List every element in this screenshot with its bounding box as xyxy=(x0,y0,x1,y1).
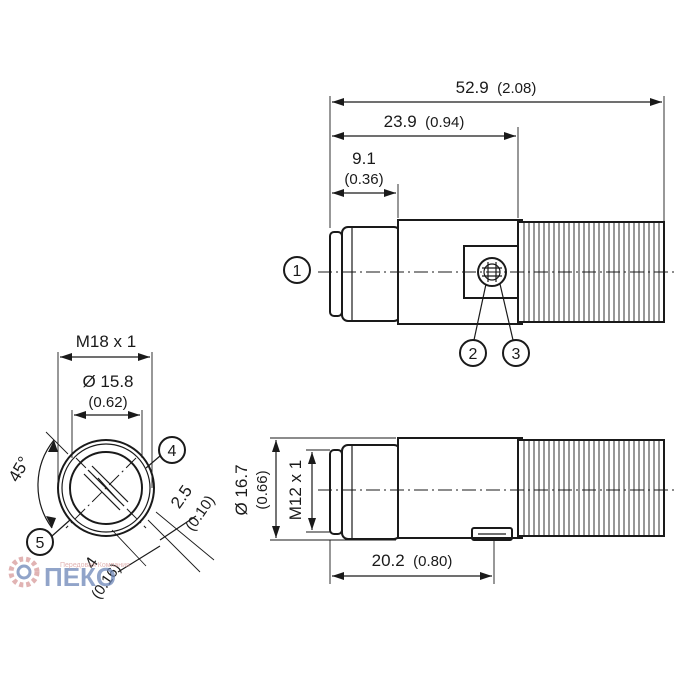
svg-text:52.9 (2.08): 52.9 (2.08) xyxy=(456,78,537,97)
callout-5: 5 xyxy=(26,519,71,556)
svg-text:1: 1 xyxy=(293,263,302,280)
dim-thread-length: 20.2 (0.80) xyxy=(332,551,492,580)
dim-bore-sub: (0.62) xyxy=(88,394,127,411)
connector-bottom xyxy=(329,444,401,540)
dim-body-sub: (0.94) xyxy=(425,114,464,131)
dim-angle-main: 45° xyxy=(5,453,34,485)
dim-connector-sub: (0.36) xyxy=(344,171,383,188)
dim-overall-sub: (2.08) xyxy=(497,80,536,97)
dim-overall-main: 52.9 xyxy=(456,78,489,97)
svg-text:23.9 (0.94): 23.9 (0.94) xyxy=(384,112,465,131)
svg-text:3: 3 xyxy=(512,346,521,363)
latch xyxy=(471,527,513,541)
dim-bore-main: Ø 15.8 xyxy=(82,372,133,391)
dim-offset-a: 2.5 (0.10) xyxy=(147,482,219,573)
housing-bottom xyxy=(397,437,523,539)
dim-thread-length-main: 20.2 xyxy=(372,551,405,570)
dim-housing-sub: (0.66) xyxy=(254,470,271,509)
connector-top xyxy=(329,226,401,322)
svg-text:Ø 16.7: Ø 16.7 xyxy=(232,464,251,515)
dim-bore-dia: Ø 15.8 (0.62) xyxy=(74,372,140,419)
inner-bore-circle xyxy=(69,451,143,525)
dim-body-length: 23.9 (0.94) xyxy=(332,112,516,140)
dim-angle: 45° xyxy=(5,439,58,529)
dim-connector-length: 9.1 (0.36) xyxy=(332,149,396,197)
thread-bottom xyxy=(517,439,665,537)
dim-housing-dia: Ø 16.7 (0.66) xyxy=(232,440,280,538)
dim-offset-a-main: 2.5 xyxy=(167,482,196,512)
dim-overall-length: 52.9 (2.08) xyxy=(332,78,662,106)
callout-3: 3 xyxy=(499,283,530,367)
dim-thread-end: M18 x 1 xyxy=(60,332,150,361)
svg-text:20.2 (0.80): 20.2 (0.80) xyxy=(372,551,453,570)
callout-4: 4 xyxy=(145,436,186,469)
dim-housing-main: Ø 16.7 xyxy=(232,464,251,515)
top-view: 52.9 (2.08) 23.9 (0.94) 9.1 (0.36) xyxy=(283,78,675,367)
svg-text:2: 2 xyxy=(469,346,478,363)
dim-thread-side: M12 x 1 xyxy=(286,452,316,530)
dim-thread-end-main: M18 x 1 xyxy=(76,332,136,351)
bottom-view: Ø 16.7 (0.66) M12 x 1 20.2 (0.80) xyxy=(232,437,675,584)
dim-thread-side-main: M12 x 1 xyxy=(286,460,305,520)
dim-body-main: 23.9 xyxy=(384,112,417,131)
callout-2: 2 xyxy=(459,283,487,367)
watermark-brand: ПЕКО xyxy=(44,562,116,592)
watermark-tagline: Передовая Компания xyxy=(60,562,130,569)
callout-1: 1 xyxy=(283,256,311,284)
gear-icon xyxy=(8,556,40,588)
dim-connector-main: 9.1 xyxy=(352,149,376,168)
dim-thread-length-sub: (0.80) xyxy=(413,553,452,570)
watermark-logo: ПЕКО Передовая Компания xyxy=(8,556,130,592)
svg-text:4: 4 xyxy=(168,443,177,460)
outer-thread-circle xyxy=(57,439,155,537)
svg-text:5: 5 xyxy=(36,535,45,552)
